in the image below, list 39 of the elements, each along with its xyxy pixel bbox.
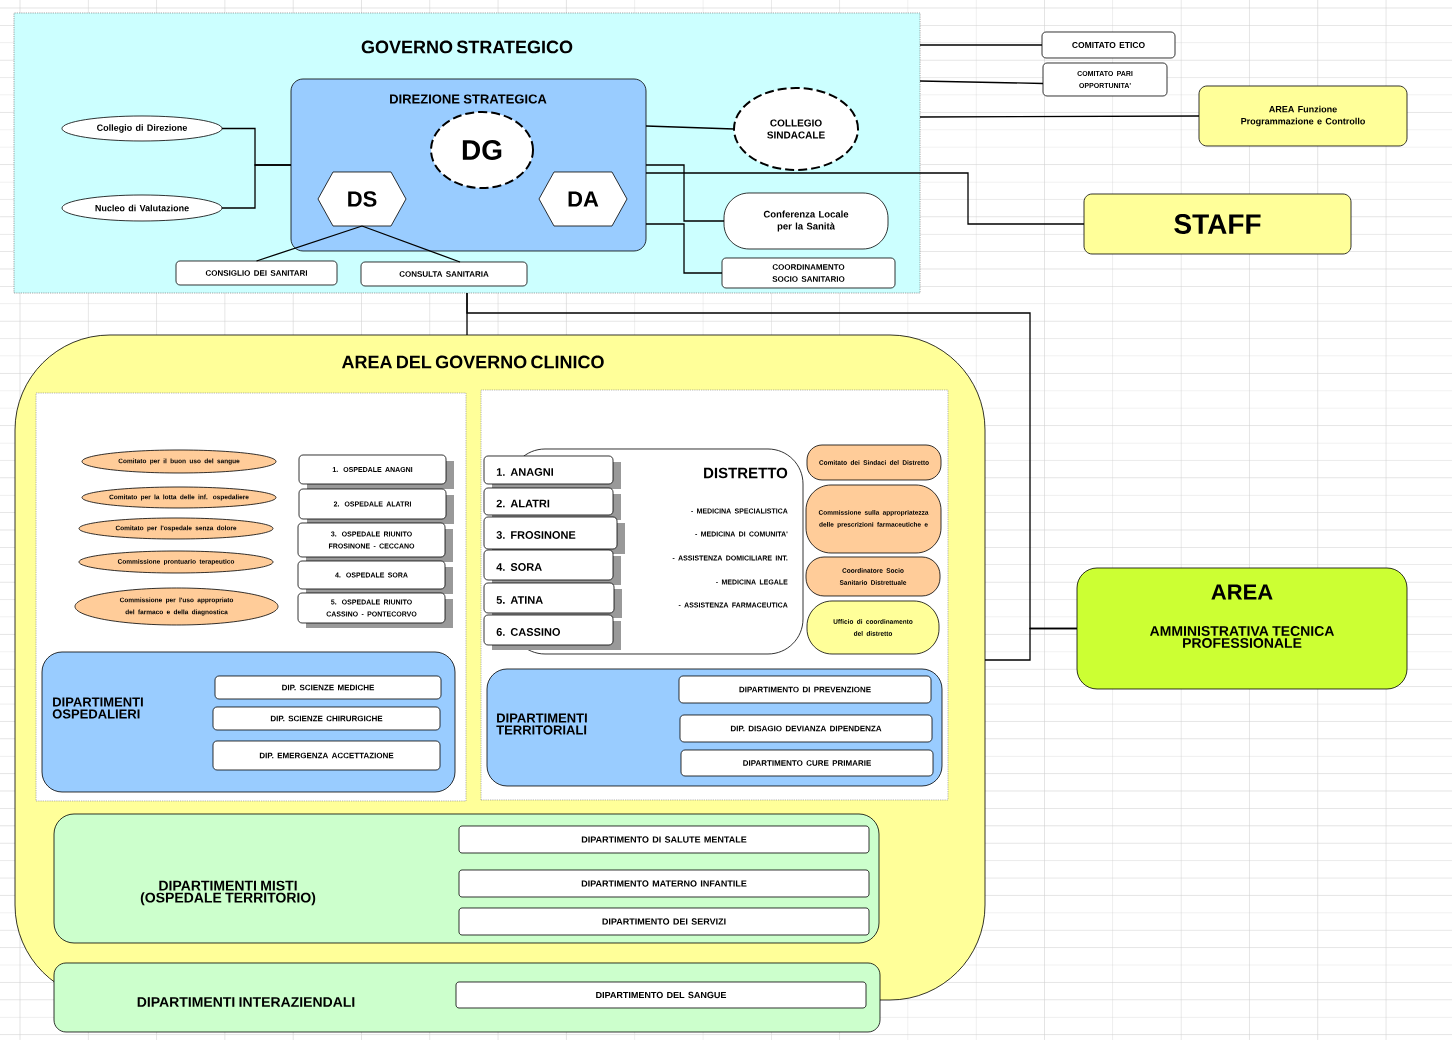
connector-line [919,80,1044,85]
district-tab: 2. ALATRI [483,487,621,520]
connector-line [919,44,1043,46]
department-box: DIP. SCIENZE CHIRURGICHE [212,706,441,731]
district-tab: 4. SORA [483,549,621,585]
process-box: CONSIGLIO DEI SANITARI [175,260,338,286]
staff-box: STAFF [1083,193,1352,255]
connector-line [645,223,723,274]
process-box: COMITATO ETICO [1041,31,1176,59]
department-box: DIP. DISAGIO DEVIANZA DIPENDENZA [679,714,933,743]
department-box: DIPARTIMENTO DEI SERVIZI [458,907,870,936]
connector-line [984,627,1078,661]
department-box: DIPARTIMENTO DEL SANGUE [455,981,867,1009]
department-box: DIP. SCIENZE MEDICHE [214,675,442,700]
connector-line [361,225,461,263]
hexagon: DA [538,171,628,227]
district-tab: 5. ATINA [483,582,622,618]
process-box: CONSULTA SANITARIA [360,261,528,287]
district-tab: 6. CASSINO [483,614,621,650]
area-box: AREA Funzione Programmazione e Controllo [1198,85,1408,147]
area-box: AREA AMMINISTRATIVA TECNICA PROFESSIONALE [1076,567,1408,690]
district-tab: 1. ANAGNI [483,455,621,489]
connector-line [645,125,735,130]
connector-line [645,172,1085,225]
department-box: DIPARTIMENTO DI SALUTE MENTALE [458,825,870,854]
connector-line [221,164,292,209]
district-tab: 3. FROSINONE [483,516,625,554]
connector-line [919,115,1200,118]
department-box: DIP. EMERGENZA ACCETTAZIONE [212,740,441,771]
oval-label: Collegio di Direzione [61,115,223,142]
department-box: DIPARTIMENTO DI PREVENZIONE [678,675,932,704]
process-box: COORDINAMENTO SOCIO SANITARIO [721,257,896,289]
oval-label: Nucleo di Valutazione [61,194,223,222]
connector-line [255,225,363,262]
hexagon: DS [317,171,407,227]
connector-line [645,164,725,222]
department-box: DIPARTIMENTO MATERNO INFANTILE [458,869,870,898]
department-box: DIPARTIMENTO CURE PRIMARIE [680,749,934,777]
rounded-box: Conferenza Locale per la Sanità [723,192,889,250]
